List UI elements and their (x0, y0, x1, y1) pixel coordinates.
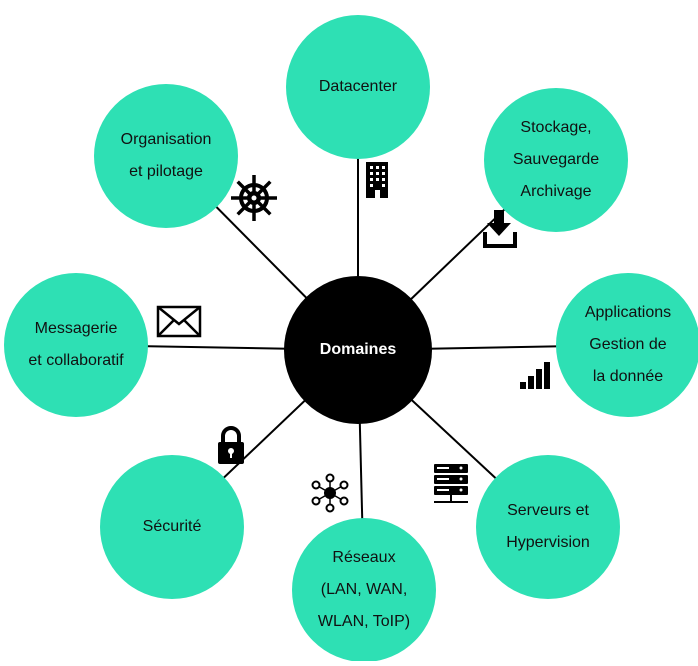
building-icon (366, 162, 388, 198)
node-organisation (94, 84, 238, 228)
label-line: Messagerie (34, 320, 118, 337)
label-line: Applications (584, 304, 672, 321)
lock-icon (218, 426, 244, 464)
node-messagerie (4, 273, 148, 417)
center-label: Domaines (319, 341, 397, 358)
label-line: Archivage (520, 183, 592, 200)
server-icon (434, 464, 468, 503)
node-serveurs (476, 455, 620, 599)
label-line: Hypervision (506, 534, 590, 551)
node-reseaux-label: Réseaux (LAN, WAN, WLAN, ToIP) (292, 518, 436, 662)
node-securite (100, 455, 244, 599)
node-messagerie-label: Messagerie et collaboratif (4, 273, 148, 417)
label-line: (LAN, WAN, (320, 581, 408, 598)
node-serveurs-label: Serveurs et Hypervision (476, 455, 620, 599)
center-node (284, 276, 432, 424)
label-line: Serveurs et (507, 502, 589, 519)
label-line: Gestion de (589, 336, 667, 353)
download-icon (483, 210, 517, 248)
label-line: Réseaux (332, 549, 396, 566)
network-icon (311, 473, 349, 513)
node-datacenter-label: Datacenter (286, 15, 430, 159)
label-line: Organisation (120, 131, 212, 148)
node-organisation-label: Organisation et pilotage (94, 84, 238, 228)
label-line: Sauvegarde (512, 151, 600, 168)
node-securite-label: Sécurité (100, 455, 244, 599)
node-datacenter (286, 15, 430, 159)
signal-bars-icon (520, 362, 550, 389)
label-line: et pilotage (129, 163, 203, 180)
label-line: Datacenter (318, 78, 398, 95)
node-reseaux (292, 518, 436, 662)
label-line: WLAN, ToIP) (317, 613, 411, 630)
domain-nodes (4, 15, 698, 662)
label-line: et collaboratif (28, 352, 124, 369)
node-stockage (484, 88, 628, 232)
ship-wheel-icon (231, 175, 277, 221)
node-applications (556, 273, 698, 417)
envelope-icon (156, 305, 202, 338)
label-line: la donnée (592, 368, 664, 385)
label-line: Stockage, (520, 119, 592, 136)
label-line: Sécurité (142, 518, 202, 535)
